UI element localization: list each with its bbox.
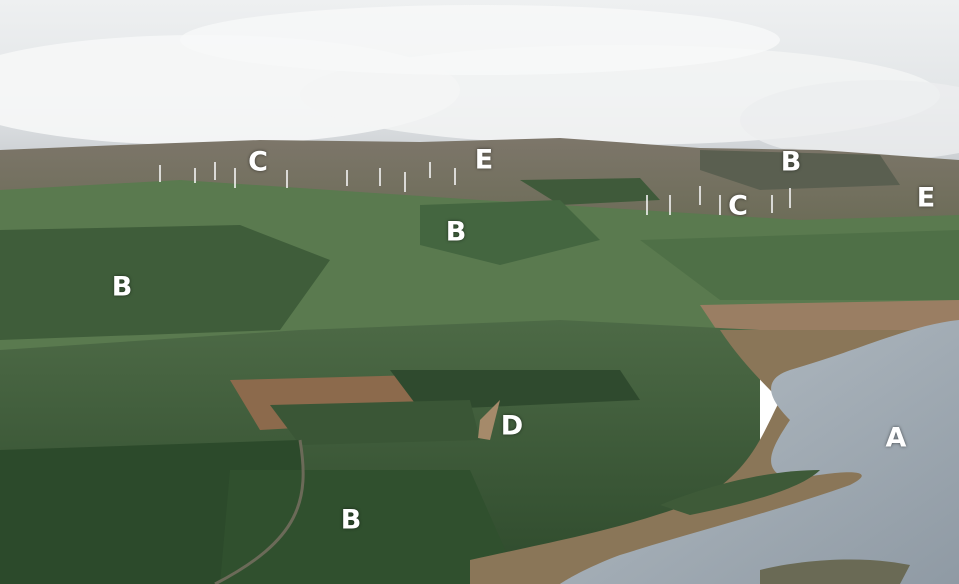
label-e: E [916, 182, 936, 214]
reservoir [560, 320, 959, 584]
label-c: C [248, 146, 268, 178]
label-b: B [780, 146, 802, 178]
label-c: C [728, 190, 748, 222]
label-a: A [885, 422, 907, 454]
label-b: B [111, 271, 133, 303]
wind-turbines [159, 162, 791, 215]
label-b: B [445, 216, 467, 248]
label-d: D [500, 410, 524, 442]
label-b: B [340, 504, 362, 536]
label-e: E [474, 144, 494, 176]
